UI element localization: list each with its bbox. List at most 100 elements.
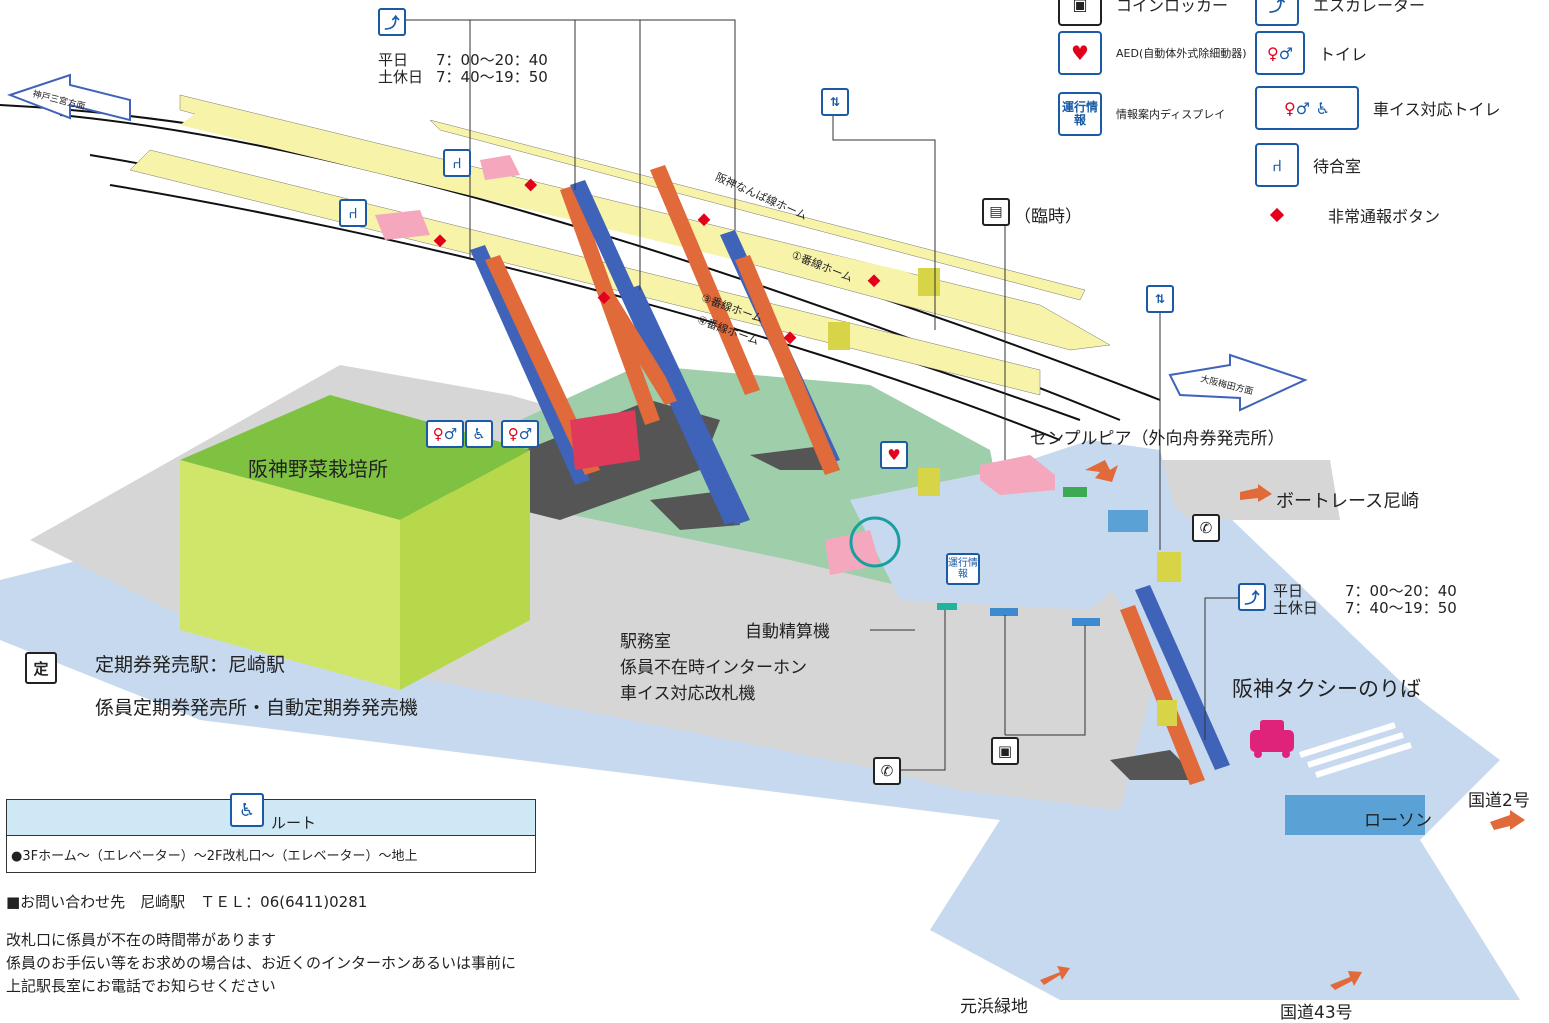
aed-icon: ♥: [1058, 31, 1102, 75]
legend-label: AED(自動体外式除細動器): [1116, 47, 1247, 60]
legend-label: トイレ: [1319, 45, 1368, 64]
legend-toilet: ♀♂ トイレ: [1255, 31, 1367, 75]
commuter-pass-icon: 定: [25, 652, 57, 684]
weekday-hours: 7：00～20：40: [1345, 582, 1457, 600]
platform-nambu: [429, 119, 1086, 301]
lawson-building: [1285, 795, 1425, 835]
weekday-label: 平日: [378, 51, 409, 69]
escalator-hours-top: 平日 7：00～20：40 土休日 7：40～19：50: [378, 52, 548, 86]
waiting-room-icon: ⑁: [1255, 143, 1299, 187]
waiting-room: [480, 155, 520, 180]
motohama-label: 元浜緑地: [960, 997, 1028, 1017]
lawson-label: ローソン: [1364, 811, 1432, 831]
elevator-icon: ⇅: [821, 88, 849, 116]
info-display-icon: 運行情報: [1058, 92, 1102, 136]
toilet-block: [570, 410, 640, 470]
farm-side: [400, 450, 530, 690]
intercom-label: 係員不在時インターホン: [620, 658, 807, 678]
waiting-room: [375, 210, 430, 240]
toilet-icon: ♀♂: [501, 420, 539, 448]
elevator: [828, 322, 850, 350]
farm-front: [180, 460, 400, 690]
crosswalk: [1299, 722, 1412, 778]
ticket-machine-icon: ▤: [982, 198, 1010, 226]
boatrace-label: ボートレース尼崎: [1276, 491, 1420, 512]
track-line: [0, 104, 1161, 401]
emergency-icon: [1269, 207, 1285, 223]
legend-label: コインロッカー: [1116, 0, 1229, 15]
waiting-room-icon: ⑁: [339, 199, 367, 227]
taxi-icon: [1250, 720, 1294, 758]
escalator-hours-right: 平日 7：00～20：40 土休日 7：40～19：50: [1273, 583, 1457, 617]
legend-waiting-room: ⑁ 待合室: [1255, 143, 1361, 187]
weekday-label: 平日: [1273, 582, 1304, 600]
toilet-icon: ♀♂: [426, 420, 464, 448]
toilet-icon: ♀♂: [1255, 31, 1305, 75]
legend-accessible-toilet: ♀♂ ♿ 車イス対応トイレ: [1255, 86, 1501, 130]
coin-locker-icon: ▣: [991, 737, 1019, 765]
route-body: ●3Fホーム～（エレベーター）～2F改札口～（エレベーター）～地上: [7, 836, 535, 872]
arrow-east: [1168, 353, 1308, 412]
holiday-hours: 7：40～19：50: [436, 68, 548, 86]
holiday-label: 土休日: [1273, 599, 1319, 617]
track-line: [109, 184, 1061, 441]
accessible-route-box: ♿ ルート ●3Fホーム～（エレベーター）～2F改札口～（エレベーター）～地上: [6, 793, 536, 873]
leader-lines: [405, 19, 1240, 771]
fare-machine-label: 自動精算機: [745, 622, 830, 642]
wheelchair-icon: ♿: [465, 420, 493, 448]
elevator: [918, 268, 940, 296]
gate-circle: [849, 516, 901, 568]
notice-line-3: 上記駅長室にお電話でお知らせください: [6, 977, 276, 995]
phone-icon: ✆: [1192, 514, 1220, 542]
legend-emergency: 非常通報ボタン: [1269, 203, 1441, 227]
gate-marker: [1063, 487, 1087, 497]
sempul-label: センプルピア（外向舟券発売所）: [1030, 429, 1285, 449]
legend-coin-locker: ▣ コインロッカー: [1058, 0, 1228, 26]
legend-label: 情報案内ディスプレイ: [1116, 108, 1226, 121]
gate: [1072, 618, 1100, 626]
gate-area: [850, 440, 1180, 610]
escalator-icon: ⤴: [1255, 0, 1299, 26]
coin-locker-icon: ▣: [1058, 0, 1102, 26]
legend-label: エスカレーター: [1313, 0, 1426, 15]
temporary-note: （臨時）: [1014, 207, 1082, 227]
blue-box: [1108, 510, 1148, 532]
escalator-icon: ⤴: [378, 8, 406, 36]
gate: [937, 603, 957, 610]
legend-label: 車イス対応トイレ: [1373, 100, 1501, 119]
route43-label: 国道43号: [1280, 1003, 1353, 1023]
notice-line-1: 改札口に係員が不在の時間帯があります: [6, 931, 277, 949]
legend-label: 非常通報ボタン: [1328, 207, 1441, 226]
commuter-pass-station: 定期券発売駅：尼崎駅: [95, 654, 286, 676]
phone-icon: ✆: [873, 757, 901, 785]
route-header: ♿ ルート: [7, 793, 535, 836]
aed-icon: ♥: [880, 441, 908, 469]
road-surface-right: [1120, 460, 1340, 520]
legend-aed: ♥ AED(自動体外式除細動器): [1058, 31, 1247, 75]
pink-building: [980, 455, 1055, 495]
legend-label: 待合室: [1313, 157, 1362, 176]
taxi-label: 阪神タクシーのりば: [1232, 677, 1421, 701]
weekday-hours: 7：00～20：40: [436, 51, 548, 69]
waiting-room-icon: ⑁: [443, 149, 471, 177]
arrow-west: [7, 73, 131, 122]
commuter-pass-types: 係員定期券発売所・自動定期券発売機: [95, 697, 419, 719]
escalator-icon: ⤴: [1238, 583, 1266, 611]
holiday-hours: 7：40～19：50: [1345, 599, 1457, 617]
elevator: [1157, 552, 1181, 582]
legend-info-display: 運行情報 情報案内ディスプレイ: [1058, 92, 1225, 136]
elevator-icon: ⇅: [1146, 285, 1174, 313]
accessible-toilet-icon: ♀♂ ♿: [1255, 86, 1359, 130]
holiday-label: 土休日: [378, 68, 424, 86]
legend-escalator: ⤴ エスカレーター: [1255, 0, 1425, 26]
elevator: [918, 468, 940, 496]
station-office-label: 駅務室: [620, 632, 671, 652]
contact-info: ■お問い合わせ先 尼崎駅 ＴＥＬ：06(6411)0281: [6, 893, 368, 911]
route2-label: 国道2号: [1468, 791, 1530, 811]
wheelchair-icon: ♿: [230, 793, 264, 827]
elevator: [1157, 700, 1177, 726]
platform-ext: [180, 110, 1080, 345]
farm-label: 阪神野菜栽培所: [248, 457, 388, 481]
info-display-icon: 運行情報: [946, 553, 980, 585]
